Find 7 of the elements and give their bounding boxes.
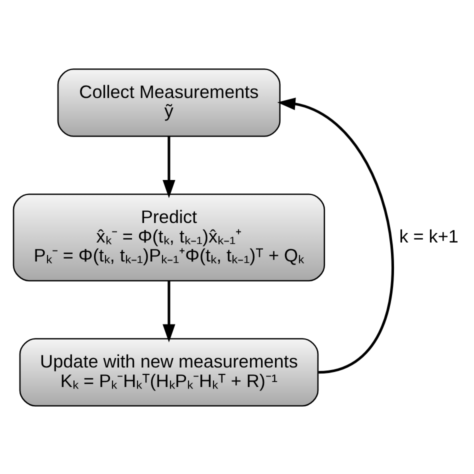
edge-label: k = k+1 [399,226,458,246]
node-box: Collect Measurements ỹ [57,68,281,136]
arrow [277,97,394,374]
node-box: Update with new measurements Kₖ = Pₖ⁻Hₖᵀ(HₖPₖ⁻Hₖᵀ + R)⁻¹ [19,338,319,406]
arrow [162,136,176,198]
arrow [162,280,176,342]
node-box: Predict x̂ₖ⁻ = Φ(tₖ, tₖ₋₁)x̂ₖ₋₁⁺ Pₖ⁻ = Φ(tₖ, tₖ₋₁)Pₖ₋₁⁺Φ(tₖ, tₖ₋₁)ᵀ + Qₖ [12,193,326,281]
